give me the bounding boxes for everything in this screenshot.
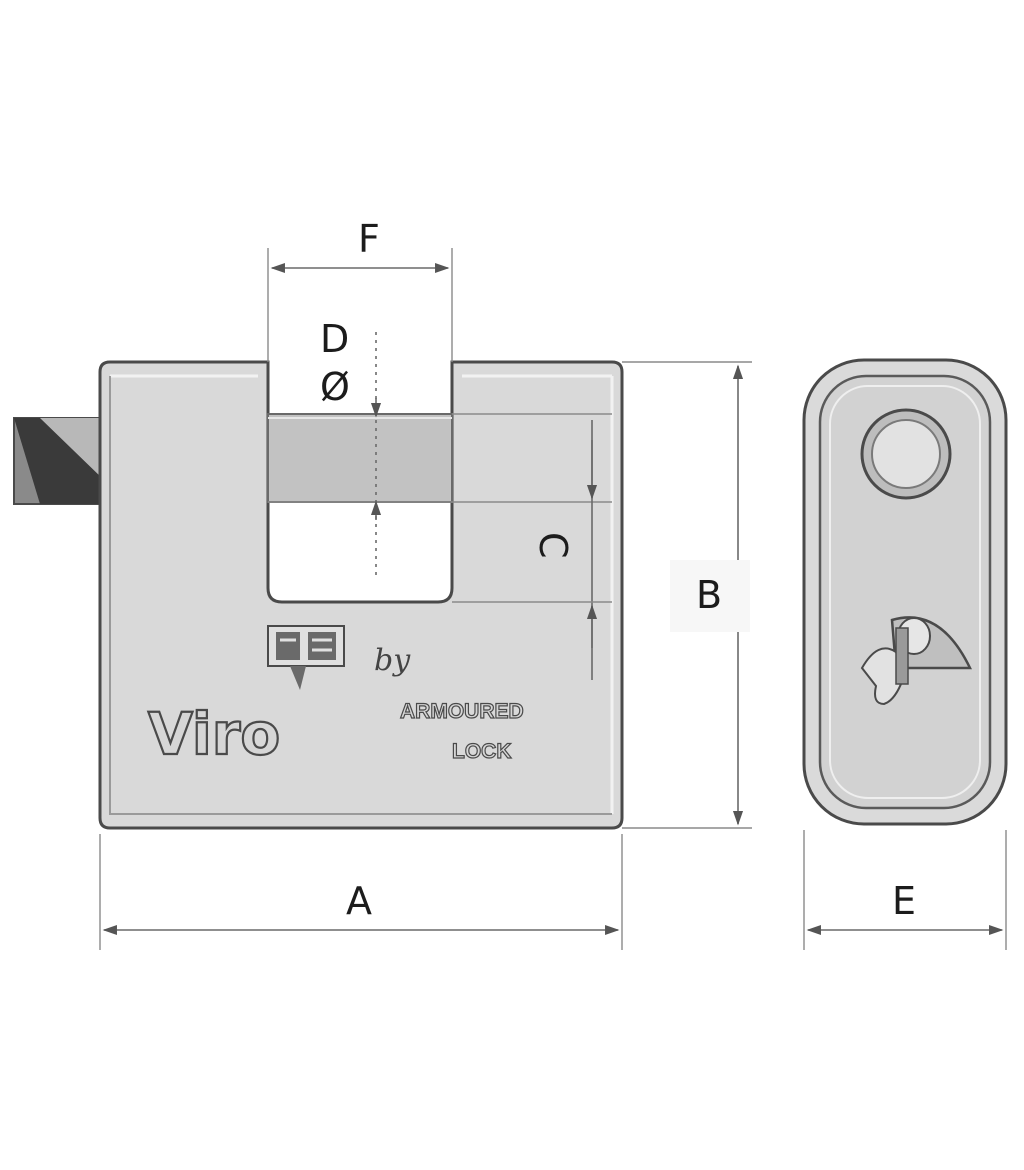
brand-logo: Viro [148, 700, 280, 768]
lock-bolt [13, 417, 105, 505]
padlock-front-view: by Viro ARMOURED LOCK [13, 360, 624, 830]
dimension-label-b: B [696, 573, 722, 617]
armoured-label-line1: ARMOURED [400, 700, 524, 723]
dimension-d: D Ø [320, 317, 382, 580]
dimension-f: F [267, 212, 453, 362]
diameter-symbol: Ø [320, 365, 350, 409]
dimension-e: E [803, 830, 1007, 950]
armoured-label-line2: LOCK [452, 740, 512, 763]
shackle-bar [267, 413, 453, 503]
cylinder-icon [860, 408, 952, 500]
key-logo-icon [267, 625, 345, 690]
dimension-label-f: F [358, 217, 380, 261]
dimension-c: C [452, 420, 612, 680]
dimension-label-e: E [892, 879, 916, 923]
dimension-label-c: C [531, 532, 575, 559]
dimension-label-a: A [346, 879, 372, 923]
dimension-a: A [99, 834, 623, 950]
padlock-side-view [802, 358, 1008, 826]
keyhole-icon [860, 616, 972, 706]
dimension-label-d: D [320, 317, 349, 361]
dimension-b: B [622, 361, 752, 829]
by-label: by [374, 643, 411, 678]
